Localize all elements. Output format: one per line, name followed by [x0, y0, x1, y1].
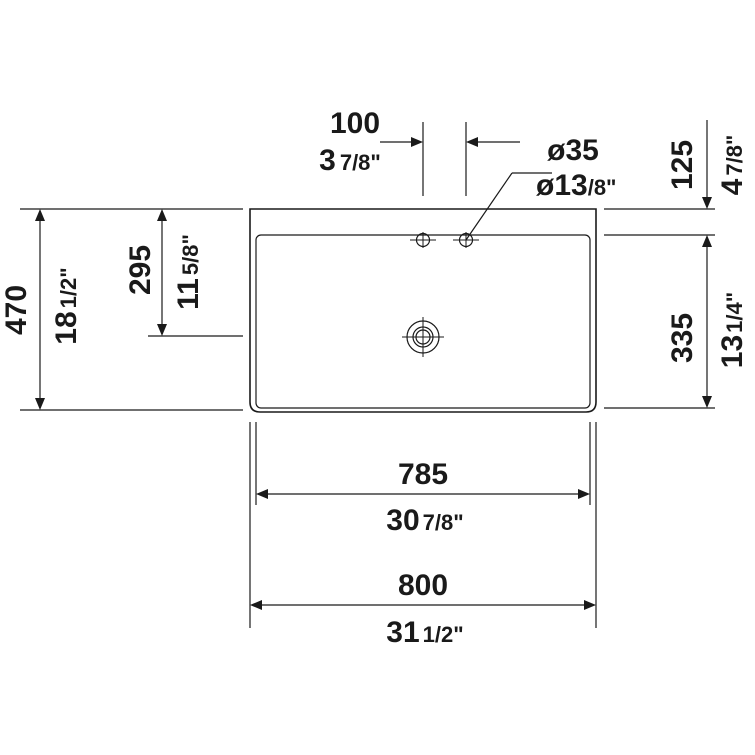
tap-hole-inch-whole: ø13: [536, 169, 588, 202]
bowl-depth-mm: 335: [666, 313, 699, 363]
bowl-depth-inch-frac: 1/4": [722, 292, 747, 333]
total-width-inch-whole: 31: [386, 616, 419, 649]
tap-hole-inch-frac: /8": [588, 175, 617, 200]
total-depth-inch-whole: 18: [50, 311, 83, 344]
svg-text:47/8": 4 7/8": [716, 135, 749, 196]
edge-to-holes-inch-frac: 7/8": [722, 135, 747, 176]
svg-text:131/4": 131/4": [716, 292, 749, 368]
svg-text:311/2": 311/2": [386, 616, 463, 649]
drain-position-inch-frac: 5/8": [178, 234, 203, 275]
svg-text:181/2": 18 1/2": [50, 267, 83, 344]
svg-text:115/8": 11 5/8": [172, 234, 205, 310]
drain: [402, 317, 444, 357]
tap-hole-diameter-callout: ø35 ø13/8": [465, 134, 616, 241]
svg-text:307/8": 307/8": [386, 504, 463, 537]
edge-to-holes-mm: 125: [666, 140, 699, 190]
edge-to-holes-inch-whole: 4: [716, 178, 749, 195]
svg-text:37/8": 37/8": [319, 144, 381, 177]
tap-spacing-mm: 100: [330, 107, 380, 140]
svg-text:ø13/8": ø13/8": [536, 169, 616, 202]
bowl-depth-dimension: 335 131/4": [604, 234, 749, 409]
bowl-width-inch-whole: 30: [386, 504, 419, 537]
bowl-width-inch-frac: 7/8": [423, 510, 464, 535]
drain-position-mm: 295: [124, 245, 157, 295]
total-width-inch-frac: 1/2": [423, 622, 464, 647]
total-depth-inch-frac: 1/2": [56, 267, 81, 308]
bowl-depth-inch-whole: 13: [716, 335, 749, 368]
total-width-mm: 800: [398, 569, 448, 602]
drain-position-dimension: 295 11 5/8": [124, 209, 243, 337]
basin-outline: [249, 208, 597, 413]
edge-to-holes-dimension: 125 4 7/8": [604, 120, 749, 210]
total-depth-mm: 470: [0, 285, 33, 335]
tap-spacing-inch-whole: 3: [319, 144, 336, 177]
drain-position-inch-whole: 11: [172, 278, 205, 310]
total-depth-dimension: 470 18 1/2": [0, 208, 243, 411]
bowl-width-mm: 785: [398, 458, 448, 491]
tap-hole-mm: ø35: [547, 134, 599, 167]
tap-spacing-inch-frac: 7/8": [340, 150, 381, 175]
